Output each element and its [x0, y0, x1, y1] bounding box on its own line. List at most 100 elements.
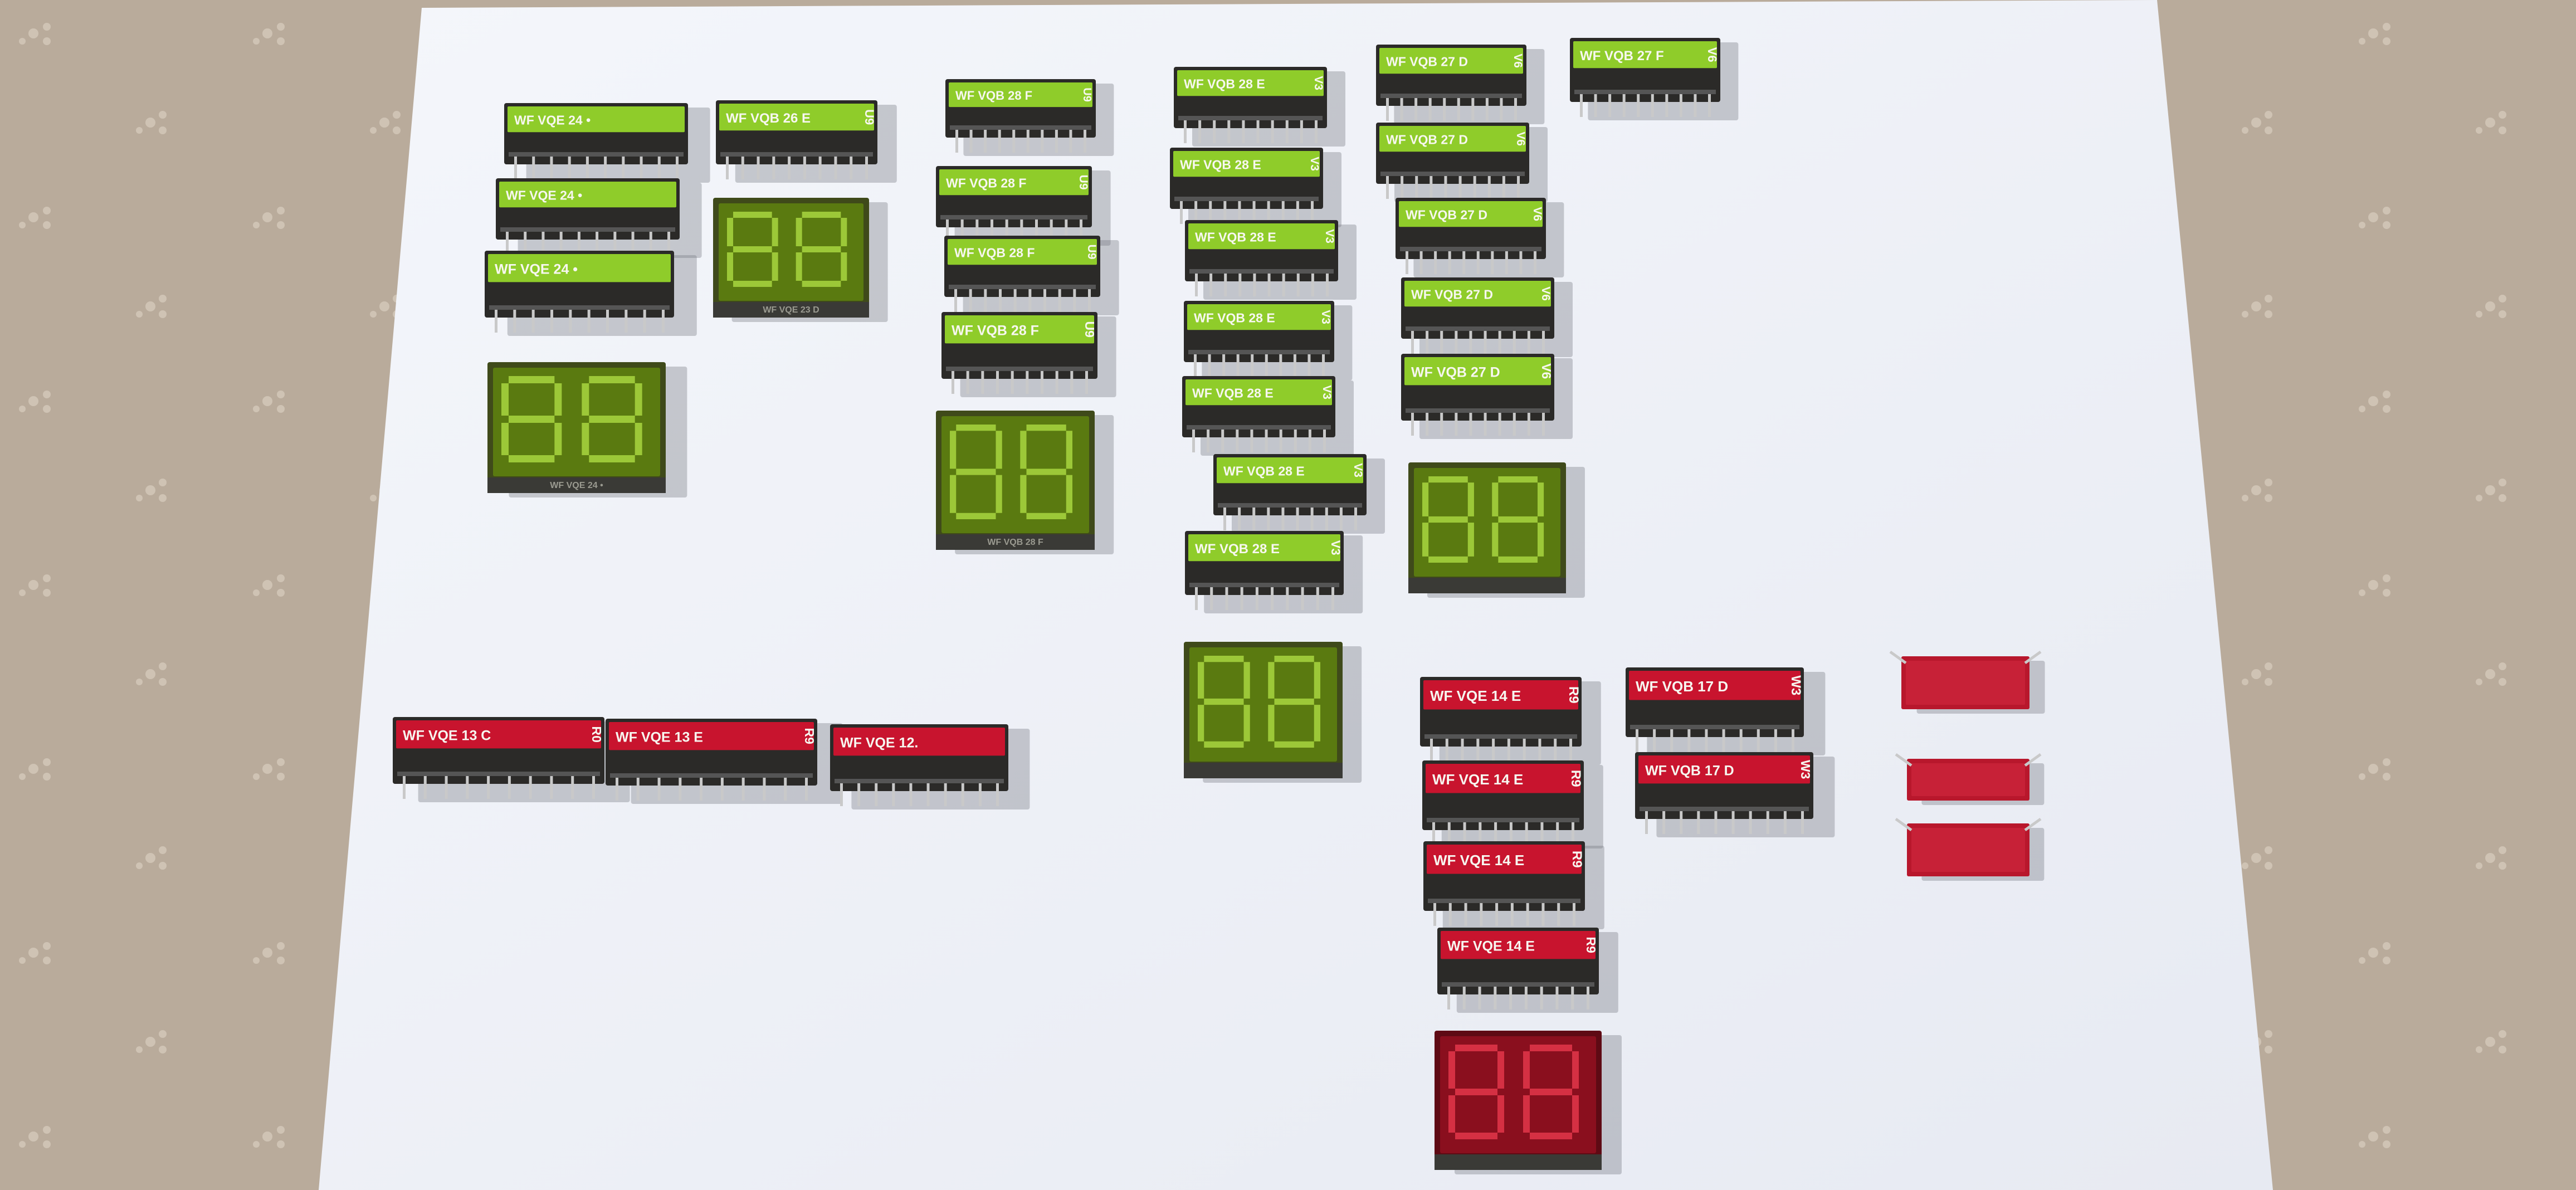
pin	[1608, 92, 1612, 117]
pin	[1527, 411, 1530, 436]
pin	[1282, 271, 1285, 296]
pin	[1242, 118, 1245, 143]
pin	[643, 308, 646, 333]
part-label: WF VQB 28 E	[1184, 76, 1265, 91]
pin	[596, 230, 599, 255]
led-lead	[2024, 753, 2042, 767]
part-label: WF VQB 17 D	[1645, 763, 1734, 778]
pin	[1526, 901, 1529, 926]
digit-segment	[1467, 482, 1474, 516]
digit-segment	[727, 252, 733, 281]
face-window	[493, 368, 660, 476]
pin	[1252, 505, 1256, 530]
pin	[1514, 96, 1517, 121]
digit-segment	[1537, 523, 1544, 557]
pin-bar	[950, 125, 1091, 130]
pin	[726, 154, 729, 179]
digit-segment	[956, 513, 996, 519]
pin	[1680, 809, 1683, 834]
pin	[1354, 505, 1357, 530]
part-label: WF VQE 14 E	[1433, 852, 1524, 869]
pin	[834, 154, 837, 179]
pin	[1462, 984, 1466, 1009]
pin	[1645, 809, 1648, 834]
label-strip	[508, 106, 685, 133]
pin	[1026, 369, 1029, 394]
part-label: WF VQB 28 E	[1180, 157, 1261, 172]
pin	[996, 369, 999, 394]
led-lead	[1889, 650, 1907, 665]
pin-bar	[1380, 172, 1525, 176]
pin	[1300, 118, 1303, 143]
label-strip	[945, 315, 1094, 344]
pin	[1223, 199, 1227, 224]
pin	[840, 781, 843, 806]
part-label: WF VQE 24 •	[514, 113, 591, 127]
pin	[1455, 329, 1458, 354]
pin	[631, 230, 635, 255]
pin	[1041, 128, 1044, 153]
pin	[1339, 505, 1343, 530]
display-face	[1435, 1031, 1622, 1174]
pin	[969, 128, 973, 153]
pin	[445, 774, 448, 799]
label-strip	[1379, 126, 1526, 152]
pin	[741, 776, 745, 801]
face-window	[1414, 468, 1560, 577]
pin-bar	[1218, 503, 1362, 508]
label-strip	[1173, 151, 1320, 177]
part-code: R9	[1568, 770, 1583, 787]
part-label: WF VQE 24 •	[506, 188, 582, 202]
part-label: WF VQB 28 E	[1195, 230, 1276, 244]
part-label: WF VQB 17 D	[1636, 678, 1728, 695]
pin	[757, 154, 760, 179]
digit-segment	[1026, 425, 1066, 431]
pin	[1492, 737, 1495, 762]
pin-bar	[720, 152, 873, 157]
digit-segment	[950, 431, 957, 469]
pin	[1236, 352, 1240, 377]
face-base	[713, 302, 869, 318]
pin	[1400, 96, 1403, 121]
label-strip	[1404, 357, 1551, 386]
part-code: W3	[1798, 760, 1813, 779]
pin	[679, 776, 682, 801]
pin	[1484, 411, 1487, 436]
pin	[1463, 820, 1466, 845]
pin	[1555, 984, 1559, 1009]
part-code: U9	[1077, 175, 1090, 190]
pin	[640, 154, 643, 179]
digit-segment	[1428, 556, 1468, 563]
pin	[1267, 271, 1271, 296]
digit-segment	[1497, 1051, 1504, 1089]
small-led-bar	[1895, 753, 2045, 805]
pin	[978, 781, 982, 806]
pin	[1194, 199, 1198, 224]
pin	[1279, 352, 1282, 377]
part-code: R9	[1569, 851, 1584, 868]
pin	[1225, 585, 1228, 610]
pin	[772, 154, 775, 179]
digit-segment	[1268, 705, 1275, 742]
digit-segment	[772, 218, 778, 246]
pin	[1386, 96, 1389, 121]
pin	[1252, 199, 1256, 224]
part-label: WF VQE 14 E	[1447, 938, 1535, 954]
part-code: V6	[1514, 131, 1527, 146]
pin	[1251, 352, 1254, 377]
pin	[586, 154, 589, 179]
pin	[1296, 505, 1299, 530]
part-code: V6	[1531, 207, 1544, 221]
pin	[1323, 427, 1326, 452]
pin	[1749, 809, 1752, 834]
digit-segment	[501, 383, 509, 416]
pin	[1705, 727, 1708, 752]
part-code: W3	[1788, 675, 1803, 695]
digit-segment	[1467, 523, 1474, 557]
pin	[1041, 369, 1043, 394]
pin	[955, 128, 958, 153]
pin	[1267, 199, 1270, 224]
